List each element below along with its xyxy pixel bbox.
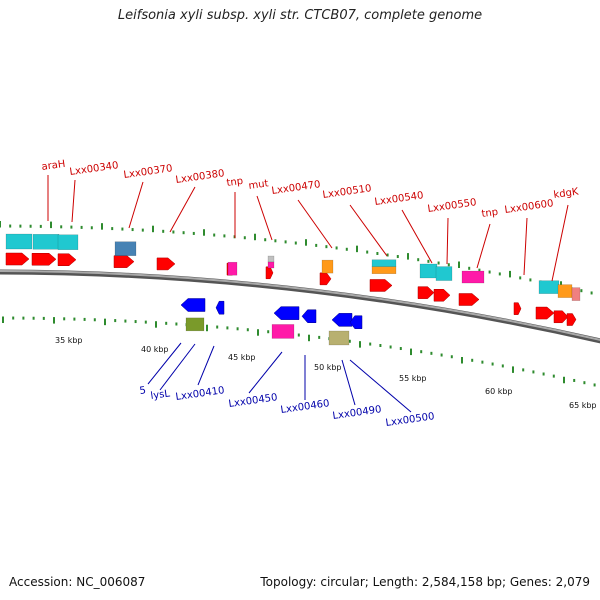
gene-box-Lxx00340: [57, 234, 79, 250]
forward-cds-arrow: [553, 310, 569, 324]
forward-leader-line: [446, 217, 449, 265]
forward-cds-arrow: [113, 255, 135, 268]
reverse-label-Lxx00410: Lxx00410: [175, 385, 225, 403]
reverse-leader-line: [159, 343, 196, 391]
forward-leader-line: [297, 199, 333, 249]
forward-label-araH: araH: [41, 159, 66, 173]
label-leader-lines: [47, 175, 569, 413]
forward-label-Lxx00370: Lxx00370: [123, 163, 173, 181]
forward-leader-line: [128, 181, 144, 229]
reverse-label-5: 5: [139, 385, 147, 397]
reverse-leader-line: [248, 351, 283, 394]
forward-label-Lxx00600: Lxx00600: [504, 198, 554, 216]
reverse-leader-line: [349, 359, 412, 413]
forward-label-tnp-1: tnp: [226, 176, 244, 189]
scale-label-45: 45 kbp: [228, 353, 256, 362]
gene-box-mut: [267, 255, 275, 263]
forward-label-Lxx00540: Lxx00540: [374, 190, 424, 208]
gene-box-Lxx00490: [328, 330, 350, 346]
forward-cds-arrow: [458, 293, 480, 306]
gene-box-Lxx00510: [371, 266, 397, 274]
forward-label-Lxx00550: Lxx00550: [427, 197, 477, 215]
forward-leader-line: [523, 217, 528, 276]
gene-box-kdgK: [571, 287, 581, 301]
scale-label-65: 65 kbp: [569, 401, 597, 410]
feature-track: [5, 233, 581, 346]
forward-leader-line: [476, 223, 491, 269]
forward-label-tnp-2: tnp: [481, 207, 499, 220]
scale-label-50: 50 kbp: [314, 363, 342, 372]
forward-cds-arrow: [57, 253, 77, 266]
reverse-label-Lxx00450: Lxx00450: [228, 392, 278, 410]
gene-box-tnp: [227, 261, 238, 276]
scale-label-60: 60 kbp: [485, 387, 513, 396]
forward-leader-line: [401, 209, 433, 264]
forward-leader-line: [551, 204, 569, 282]
reverse-label-lysL: lysL: [150, 388, 171, 402]
reverse-tick-marks: [2, 316, 596, 387]
reverse-label-Lxx00460: Lxx00460: [280, 398, 330, 416]
forward-cds-arrow: [535, 306, 555, 320]
forward-tick-marks: [0, 221, 593, 295]
reverse-leader-line: [147, 342, 182, 385]
forward-cds-arrow: [319, 272, 332, 286]
reverse-label-Lxx00490: Lxx00490: [332, 404, 382, 422]
forward-leader-line: [169, 186, 196, 233]
gene-box-Lxx00540: [419, 263, 438, 279]
reverse-cds-arrow: [331, 313, 353, 327]
reverse-leader-line: [341, 359, 356, 406]
forward-leader-line: [71, 179, 76, 223]
forward-cds-arrow: [566, 313, 577, 326]
forward-label-Lxx00380: Lxx00380: [175, 168, 225, 186]
gene-box-Lxx00450: [271, 324, 295, 339]
forward-leader-line: [349, 204, 388, 257]
gene-box-Lxx00410: [185, 317, 205, 332]
gene-box-araH: [32, 234, 60, 250]
forward-label-Lxx00510: Lxx00510: [322, 183, 372, 201]
scale-label-35: 35 kbp: [55, 336, 83, 345]
reverse-leader-line: [197, 345, 215, 386]
gene-box-mut: [267, 261, 275, 269]
genome-backbone: [0, 269, 600, 344]
gene-box-tnp: [461, 270, 485, 284]
reverse-cds-arrow: [180, 298, 206, 312]
forward-cds-arrow: [265, 266, 274, 280]
reverse-label-Lxx00500: Lxx00500: [385, 411, 435, 429]
gene-box-Lxx00550: [435, 266, 453, 281]
forward-label-Lxx00470: Lxx00470: [271, 179, 321, 197]
gene-box-kdgK: [557, 284, 573, 298]
reverse-cds-arrow: [273, 306, 300, 320]
figure-title: Leifsonia xyli subsp. xyli str. CTCB07, …: [117, 8, 483, 23]
gene-box-kdgK: [538, 280, 560, 294]
gene-box-araH: [5, 233, 33, 250]
gene-box-Lxx00370: [114, 241, 137, 256]
forward-cds-arrow: [433, 289, 451, 302]
forward-leader-line: [256, 195, 273, 241]
forward-cds-arrow: [417, 286, 435, 299]
genome-stats-text: Topology: circular; Length: 2,584,158 bp…: [260, 575, 590, 589]
forward-cds-arrow: [513, 302, 522, 315]
reverse-cds-arrow: [215, 300, 225, 315]
forward-cds-arrow: [31, 253, 57, 266]
scale-label-40: 40 kbp: [141, 345, 169, 354]
forward-cds-arrow: [156, 257, 176, 271]
scale-label-55: 55 kbp: [399, 374, 427, 383]
gene-box-Lxx00470: [321, 259, 334, 274]
forward-label-mut: mut: [248, 178, 269, 192]
accession-text: Accession: NC_006087: [9, 575, 146, 589]
forward-label-Lxx00340: Lxx00340: [69, 160, 119, 178]
gene-box-Lxx00510: [371, 259, 397, 267]
forward-label-kdgK: kdgK: [553, 187, 580, 201]
forward-cds-arrow: [5, 252, 30, 266]
reverse-cds-arrow: [349, 315, 363, 329]
forward-cds-arrow: [369, 279, 393, 292]
reverse-cds-arrow: [301, 309, 317, 323]
